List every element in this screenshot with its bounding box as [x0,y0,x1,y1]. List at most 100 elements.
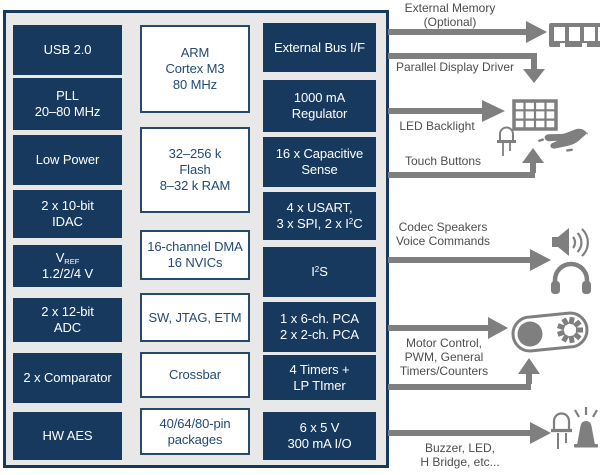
block-text: 80 MHz [172,76,218,92]
usart-post: C [353,216,363,231]
block-debug: SW, JTAG, ETM [140,293,250,342]
block-text: 3 x SPI, 2 x I2C [276,216,362,232]
block-usart-spi-i2c: 4 x USART, 3 x SPI, 2 x I2C [263,192,376,240]
block-text: 4 Timers + [289,361,350,377]
block-text: External Bus I/F [274,39,365,55]
block-adc: 2 x 12-bit ADC [13,298,122,342]
block-text: HW AES [42,428,93,444]
block-usb: USB 2.0 [13,25,122,75]
label-external-memory: External Memory (Optional) [390,1,510,30]
i2s-superscript: 2 [314,265,320,275]
speaker-icon [552,228,589,257]
label-line: Timers/Counters [399,363,489,378]
block-vref: VREF 1.2/2/4 V [13,245,122,287]
block-external-bus: External Bus I/F [263,23,376,72]
block-flash-ram: 32–256 k Flash 8–32 k RAM [140,127,250,213]
block-text: 40/64/80-pin [159,415,231,431]
arrow-codec [388,249,551,271]
block-text: 16-channel DMA [147,239,243,255]
headphones-icon [551,261,591,294]
block-text: 16 x Capacitive [275,146,364,162]
label-line: Touch Buttons [404,154,482,168]
label-line: External Memory [404,1,496,15]
block-dma-nvic: 16-channel DMA 16 NVICs [140,230,250,280]
vref-main: V [55,250,65,265]
label-motor: Motor Control, PWM, General Timers/Count… [392,336,496,378]
label-parallel-display: Parallel Display Driver [392,60,518,75]
block-text: Low Power [35,152,100,168]
buzzer-icon [574,407,598,448]
block-text: packages [167,431,223,447]
i2c-superscript: 2 [348,217,354,226]
block-text: PLL [56,88,79,104]
block-low-power: Low Power [13,135,122,185]
label-codec: Codec Speakers Voice Commands [392,220,494,249]
block-text: 32–256 k [168,146,222,162]
vref-subscript: REF [64,257,80,266]
arrow-buzzer [388,422,551,444]
label-line: Voice Commands [395,233,491,248]
block-i2s: I2S [263,247,376,297]
block-arm-core: ARM Cortex M3 80 MHz [140,25,250,113]
block-text: Regulator [291,106,348,121]
block-text: 6 x 5 V [299,420,340,436]
block-text: 20–80 MHz [34,104,101,119]
label-line: Motor Control, [405,336,483,350]
block-timers: 4 Timers + LP TImer [263,355,376,400]
block-comparator: 2 x Comparator [13,353,122,403]
block-text: SW, JTAG, ETM [148,309,242,325]
block-text: Crossbar [169,367,221,383]
block-text: ARM [180,45,210,61]
block-text: 2 x 2-ch. PCA [280,327,359,342]
block-text: 2 x 12-bit [41,304,94,320]
label-line: LED Backlight [399,119,475,133]
block-text: LP TImer [293,377,346,393]
block-pll: PLL 20–80 MHz [13,78,122,130]
block-text: USB 2.0 [43,42,92,58]
memory-module-icon [549,23,600,47]
label-line: Codec Speakers [398,220,488,234]
label-line: H Bridge, etc... [420,454,500,469]
block-io: 6 x 5 V 300 mA I/O [263,412,376,460]
display-grid-icon [512,99,558,131]
label-buzzer: Buzzer, LED, H Bridge, etc... [410,441,510,470]
label-line: Buzzer, LED, [424,441,496,455]
block-text: 1.2/2/4 V [41,266,94,282]
block-pca: 1 x 6-ch. PCA 2 x 2-ch. PCA [263,302,376,352]
block-text: 1 x 6-ch. PCA [280,311,359,327]
arrow-touch-buttons-up [388,148,544,178]
block-text: IDAC [52,214,83,229]
block-cap-sense: 16 x Capacitive Sense [263,137,376,187]
usart-pre: 3 x SPI, 2 x I [276,216,349,231]
block-text: Sense [301,162,338,177]
arrow-timers-up [388,358,540,390]
block-text: 1000 mA [293,90,346,106]
block-hw-aes: HW AES [13,412,122,460]
block-text: 16 NVICs [167,255,223,270]
block-regulator: 1000 mA Regulator [263,80,376,132]
arrow-external-memory [388,21,547,43]
led-icon [497,126,516,156]
i2s-pre: I [311,264,315,280]
label-line: PWM, General [404,349,484,364]
motor-icon [511,311,589,353]
block-text: Cortex M3 [165,61,225,77]
block-text: 8–32 k RAM [159,177,231,193]
block-packages: 40/64/80-pin packages [140,408,250,455]
block-text: 4 x USART, [286,200,353,216]
arrow-motor [388,317,508,339]
arrow-parallel-display-down [388,53,545,83]
block-text: 300 mA I/O [287,436,352,451]
label-touch-buttons: Touch Buttons [398,154,488,169]
label-led-backlight: LED Backlight [392,119,482,134]
block-idac: 2 x 10-bit IDAC [13,190,122,238]
block-text: ADC [53,320,82,335]
chip-outline-box: USB 2.0 PLL 20–80 MHz Low Power 2 x 10-b… [3,10,389,468]
peripheral-arrows-layer [388,21,600,449]
label-line: (Optional) [423,14,477,29]
label-line: Parallel Display Driver [395,60,515,74]
block-text: 2 x Comparator [23,370,112,386]
touch-hand-icon [538,128,588,152]
block-text: VREF [56,250,80,266]
